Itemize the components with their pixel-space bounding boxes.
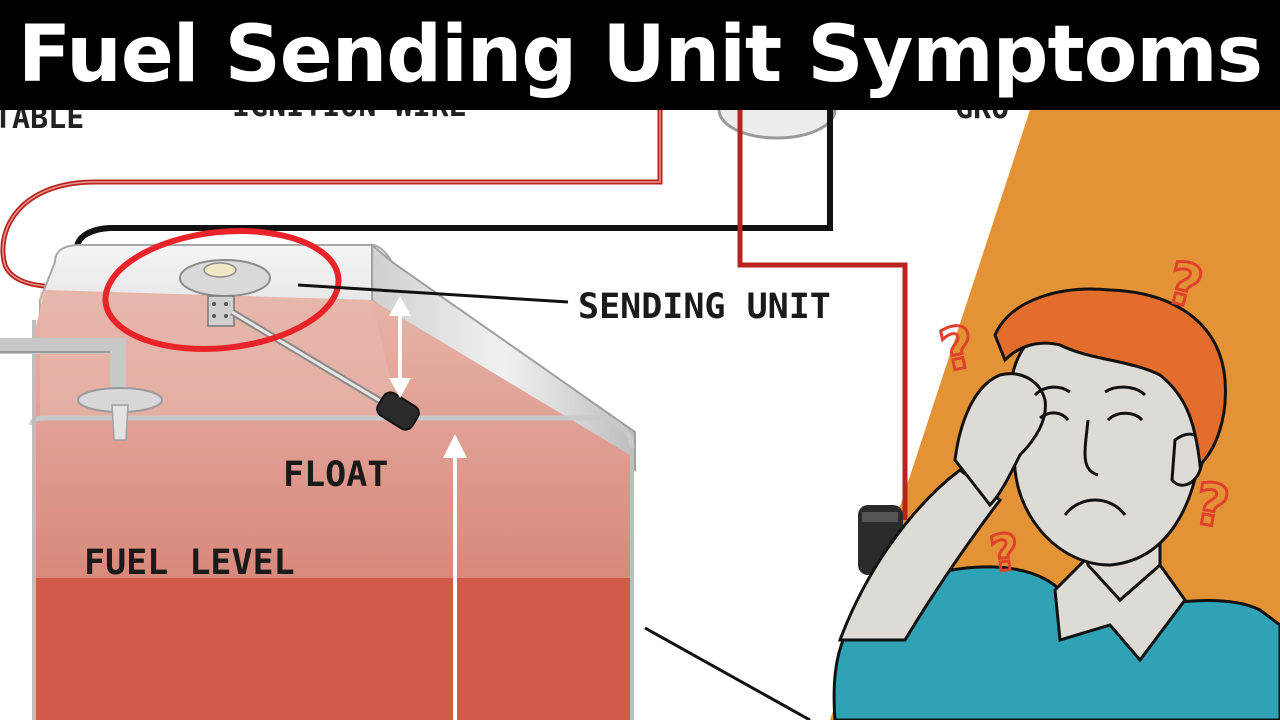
eyebrow-left: [1033, 385, 1071, 397]
sending-unit-pointer: [297, 283, 569, 304]
hair: [993, 287, 1227, 469]
sending-unit-terminal: [203, 262, 237, 278]
label-float: FLOAT: [283, 455, 388, 495]
eye-left: [1039, 411, 1070, 421]
fuel-tank: [29, 242, 636, 720]
nose: [1083, 419, 1099, 477]
mouth: [1063, 498, 1127, 516]
fuel-level-arrow: [443, 434, 467, 720]
label-fuel-level: FUEL LEVEL: [84, 543, 295, 583]
filler-pipe: [0, 338, 126, 392]
gap-arrow: [389, 296, 411, 398]
ear: [1170, 432, 1205, 487]
hand: [953, 372, 1047, 508]
sending-unit-bracket: [207, 295, 235, 327]
title-bar: Fuel Sending Unit Symptoms: [0, 0, 1280, 110]
float: [376, 391, 420, 431]
page-title: Fuel Sending Unit Symptoms: [17, 10, 1263, 100]
gauge-wire: [737, 110, 908, 520]
label-sending-unit: SENDING UNIT: [578, 287, 831, 327]
highlight-circle: [102, 228, 342, 352]
filler-tube: [111, 404, 129, 441]
sending-unit: [179, 259, 420, 431]
eye-right: [1106, 411, 1144, 422]
worried-person-illustration: ? ? ? ?: [832, 246, 1280, 720]
eyebrow-right: [1104, 385, 1147, 397]
fuel-body: [35, 578, 630, 720]
pointer-line-bottom: [644, 626, 811, 720]
